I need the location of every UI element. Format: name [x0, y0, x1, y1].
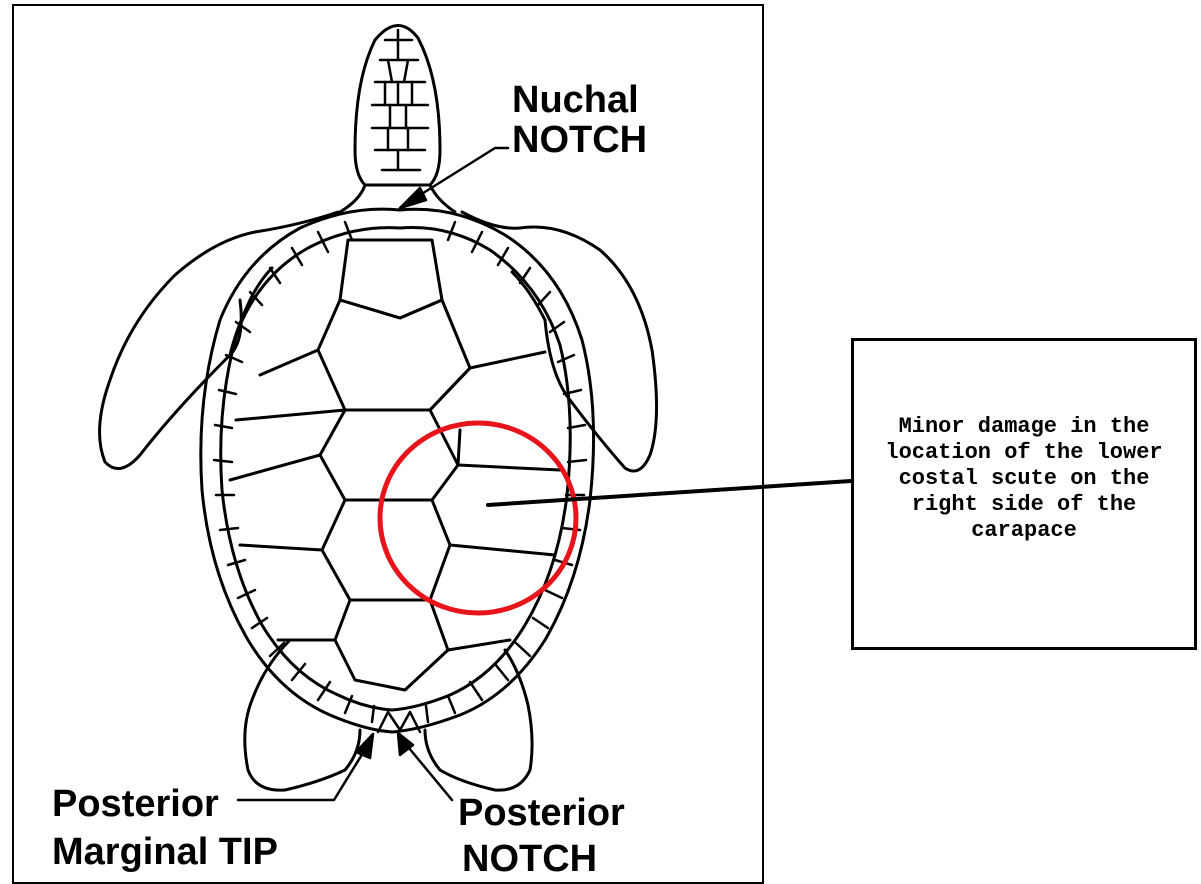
head-scales	[372, 30, 428, 170]
nuchal-label-line1: Nuchal	[512, 80, 647, 120]
damage-callout-text: Minor damage in the location of the lowe…	[879, 414, 1169, 544]
nuchal-label: Nuchal NOTCH	[512, 80, 647, 160]
posterior-tip-label-line1: Posterior	[52, 780, 278, 828]
posterior-tip-label: Posterior Marginal TIP	[52, 780, 278, 876]
damage-highlight-circle	[380, 423, 576, 613]
posterior-notch-label-line2: NOTCH	[458, 836, 625, 882]
posterior-tip-label-line2: Marginal TIP	[52, 828, 278, 876]
turtle-neck	[340, 185, 455, 212]
damage-callout-box: Minor damage in the location of the lowe…	[851, 338, 1197, 650]
nuchal-label-line2: NOTCH	[512, 120, 647, 160]
posterior-notch-label: Posterior NOTCH	[458, 790, 625, 882]
posterior-notch-label-line1: Posterior	[458, 790, 625, 836]
callout-leader-line	[488, 481, 851, 505]
nuchal-arrow	[400, 148, 508, 208]
